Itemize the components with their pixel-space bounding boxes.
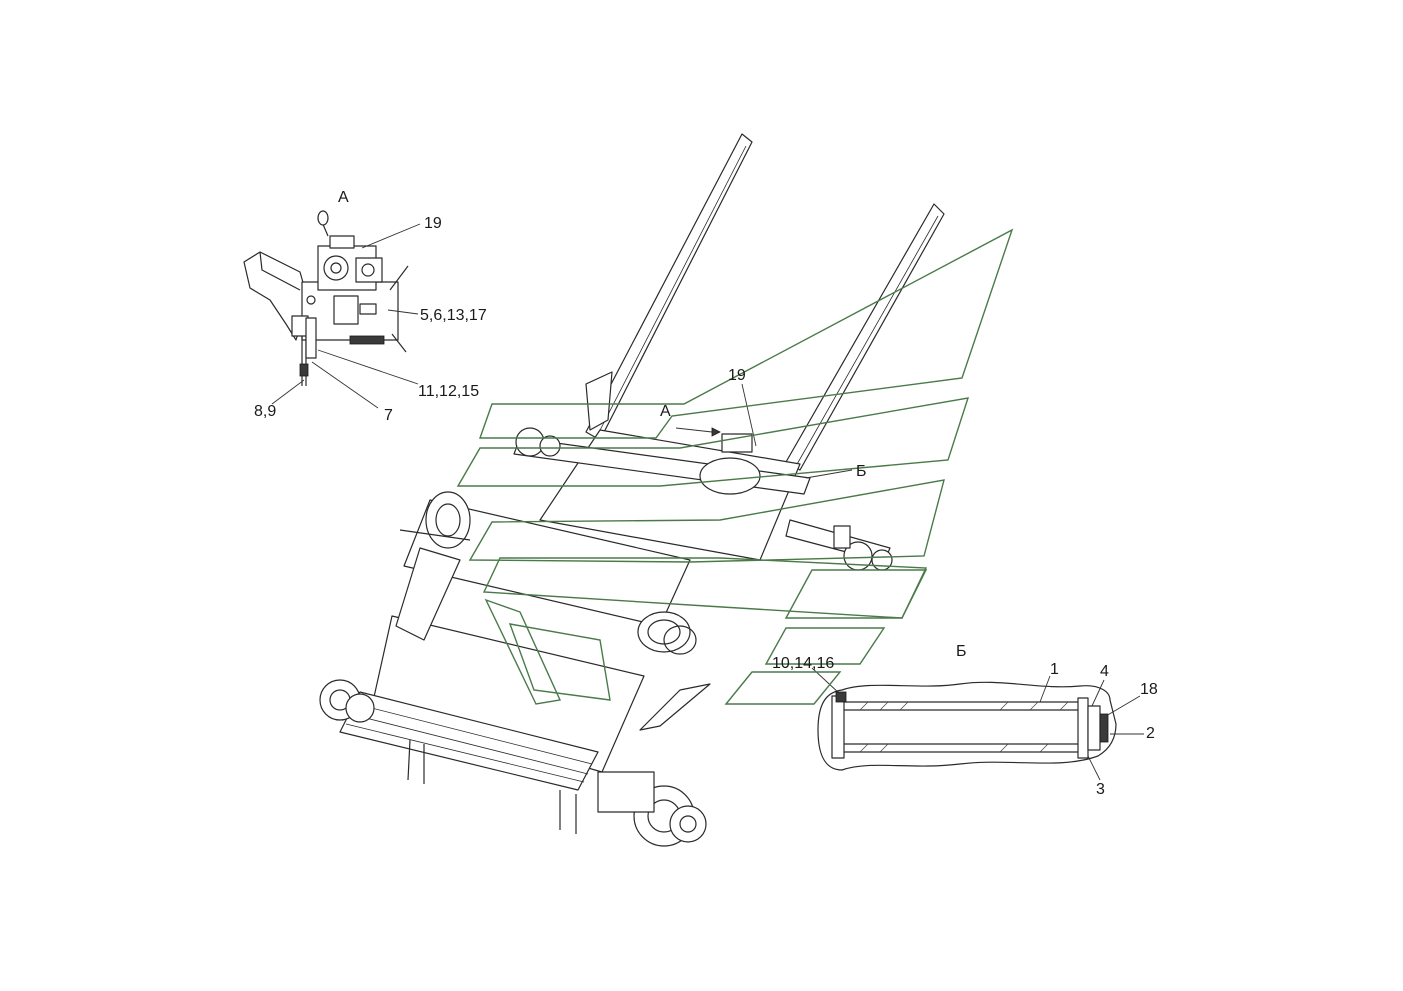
view-b-title: Б	[956, 643, 967, 660]
view-b-label-1: 1	[1050, 661, 1059, 678]
view-a-label-8-9: 8,9	[254, 403, 276, 420]
view-a-label-7: 7	[384, 407, 393, 424]
main-label-b: Б	[856, 463, 867, 480]
view-b-label-3: 3	[1096, 781, 1105, 798]
view-a-label-5-6-13-17: 5,6,13,17	[420, 307, 487, 324]
main-label-a: А	[660, 403, 671, 420]
view-b-label-2: 2	[1146, 725, 1155, 742]
view-b-label-18: 18	[1140, 681, 1158, 698]
view-a-label-11-12-15: 11,12,15	[418, 383, 479, 400]
detail-view-a	[243, 210, 421, 409]
main-assembly	[319, 133, 945, 847]
detail-view-b	[817, 675, 1144, 781]
view-a-label-19: 19	[424, 215, 442, 232]
main-label-19: 19	[728, 367, 746, 384]
view-b-label-4: 4	[1100, 663, 1109, 680]
view-a-title: А	[338, 189, 349, 206]
callout-frames	[456, 228, 1014, 705]
main-label-10-14-16: 10,14,16	[772, 655, 834, 672]
